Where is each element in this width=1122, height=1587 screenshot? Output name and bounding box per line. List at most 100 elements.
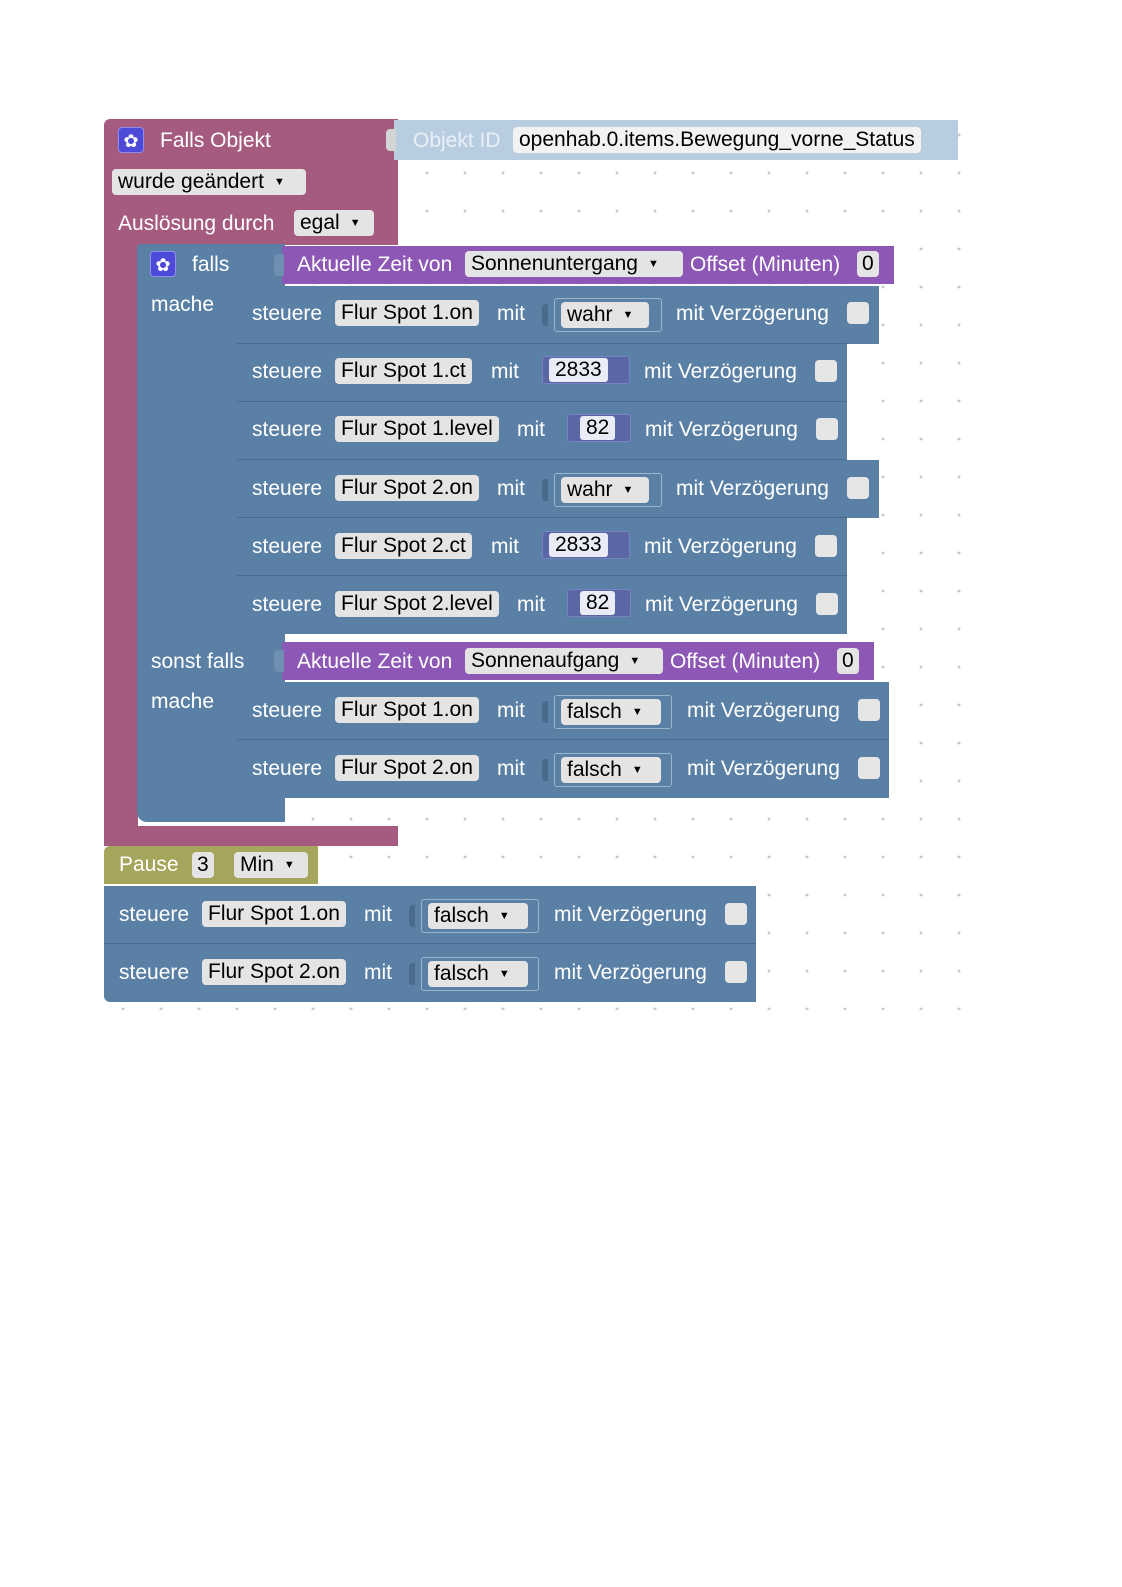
- condition2-offset-field[interactable]: 0: [837, 648, 859, 674]
- delay-checkbox[interactable]: [847, 302, 869, 324]
- divider: [237, 343, 847, 344]
- elseif-label: sonst falls: [151, 650, 245, 673]
- delay-checkbox[interactable]: [858, 699, 880, 721]
- with-label: mit: [497, 302, 525, 325]
- delay-checkbox[interactable]: [815, 535, 837, 557]
- bool-value-block[interactable]: falsch▼: [421, 957, 539, 991]
- dropdown-arrow-icon: ▼: [622, 484, 634, 496]
- target-field[interactable]: Flur Spot 2.on: [202, 959, 346, 985]
- condition2-offset-label: Offset (Minuten): [670, 650, 821, 673]
- number-value-block[interactable]: 2833: [542, 531, 630, 559]
- delay-label: mit Verzögerung: [676, 302, 829, 325]
- input-notch: [542, 759, 548, 781]
- bool-value-block[interactable]: falsch▼: [421, 899, 539, 933]
- dropdown-arrow-icon: ▼: [283, 859, 295, 871]
- target-field[interactable]: Flur Spot 1.on: [335, 697, 479, 723]
- input-notch: [542, 304, 548, 326]
- with-label: mit: [517, 593, 545, 616]
- target-field[interactable]: Flur Spot 2.on: [335, 475, 479, 501]
- delay-label: mit Verzögerung: [554, 961, 707, 984]
- elseif-do-label: mache: [151, 690, 215, 713]
- with-label: mit: [517, 418, 545, 441]
- divider: [237, 517, 847, 518]
- number-field[interactable]: 2833: [549, 358, 608, 382]
- target-field[interactable]: Flur Spot 1.ct: [335, 358, 472, 384]
- divider: [237, 739, 889, 740]
- delay-checkbox[interactable]: [725, 961, 747, 983]
- sunrise-dropdown[interactable]: Sonnenaufgang▼: [465, 648, 663, 674]
- divider: [237, 575, 847, 576]
- target-field[interactable]: Flur Spot 1.on: [335, 300, 479, 326]
- delay-checkbox[interactable]: [725, 903, 747, 925]
- delay-label: mit Verzögerung: [645, 593, 798, 616]
- trigger-title: Falls Objekt: [160, 129, 271, 152]
- dropdown-arrow-icon: ▼: [629, 655, 641, 667]
- trigger-block-spine: [104, 244, 138, 834]
- number-field[interactable]: 82: [580, 416, 616, 440]
- with-label: mit: [491, 360, 519, 383]
- target-field[interactable]: Flur Spot 2.on: [335, 755, 479, 781]
- do-label: mache: [151, 293, 215, 316]
- number-value-block[interactable]: 82: [567, 414, 631, 442]
- pause-unit-dropdown[interactable]: Min▼: [234, 852, 308, 878]
- delay-checkbox[interactable]: [858, 757, 880, 779]
- false-dropdown[interactable]: falsch▼: [428, 903, 528, 929]
- input-notch: [274, 254, 284, 276]
- object-id-field[interactable]: openhab.0.items.Bewegung_vorne_Status: [513, 127, 921, 153]
- true-dropdown[interactable]: wahr▼: [561, 477, 649, 503]
- control-label: steuere: [252, 593, 323, 616]
- input-notch: [542, 479, 548, 501]
- bool-value-block[interactable]: falsch▼: [554, 753, 672, 787]
- number-value-block[interactable]: 82: [567, 589, 631, 617]
- delay-label: mit Verzögerung: [676, 477, 829, 500]
- gear-icon[interactable]: ✿: [118, 127, 144, 153]
- true-dropdown[interactable]: wahr▼: [561, 302, 649, 328]
- dropdown-arrow-icon: ▼: [273, 176, 285, 188]
- if-label: falls: [192, 253, 230, 276]
- gear-icon[interactable]: ✿: [150, 251, 176, 277]
- input-notch: [274, 650, 284, 672]
- control-label: steuere: [119, 961, 190, 984]
- control-label: steuere: [252, 699, 323, 722]
- bool-value-block[interactable]: falsch▼: [554, 695, 672, 729]
- delay-label: mit Verzögerung: [687, 757, 840, 780]
- false-dropdown[interactable]: falsch▼: [561, 757, 661, 783]
- with-label: mit: [497, 699, 525, 722]
- number-field[interactable]: 2833: [549, 533, 608, 557]
- delay-checkbox[interactable]: [816, 593, 838, 615]
- false-dropdown[interactable]: falsch▼: [561, 699, 661, 725]
- input-notch: [409, 905, 415, 927]
- target-field[interactable]: Flur Spot 1.level: [335, 416, 499, 442]
- change-mode-dropdown[interactable]: wurde geändert▼: [112, 169, 306, 195]
- triggered-by-dropdown[interactable]: egal▼: [294, 210, 374, 236]
- delay-label: mit Verzögerung: [645, 418, 798, 441]
- delay-checkbox[interactable]: [816, 418, 838, 440]
- dropdown-arrow-icon: ▼: [498, 910, 510, 922]
- delay-checkbox[interactable]: [847, 477, 869, 499]
- bool-value-block[interactable]: wahr▼: [554, 298, 662, 332]
- number-value-block[interactable]: 2833: [542, 356, 630, 384]
- sunset-dropdown[interactable]: Sonnenuntergang▼: [465, 251, 683, 277]
- target-field[interactable]: Flur Spot 2.level: [335, 591, 499, 617]
- divider: [104, 943, 756, 944]
- triggered-by-label: Auslösung durch: [118, 212, 275, 235]
- control-label: steuere: [252, 302, 323, 325]
- false-dropdown[interactable]: falsch▼: [428, 961, 528, 987]
- control-label: steuere: [252, 535, 323, 558]
- pause-label: Pause: [119, 853, 179, 876]
- bool-value-block[interactable]: wahr▼: [554, 473, 662, 507]
- number-field[interactable]: 82: [580, 591, 616, 615]
- divider: [237, 401, 847, 402]
- condition1-prefix: Aktuelle Zeit von: [297, 253, 453, 276]
- dropdown-arrow-icon: ▼: [498, 968, 510, 980]
- target-field[interactable]: Flur Spot 1.on: [202, 901, 346, 927]
- condition1-offset-field[interactable]: 0: [857, 251, 879, 277]
- delay-checkbox[interactable]: [815, 360, 837, 382]
- input-notch: [542, 701, 548, 723]
- target-field[interactable]: Flur Spot 2.ct: [335, 533, 472, 559]
- control-label: steuere: [252, 418, 323, 441]
- object-id-label: Objekt ID: [413, 129, 501, 152]
- delay-label: mit Verzögerung: [687, 699, 840, 722]
- input-notch: [386, 129, 396, 151]
- pause-value-field[interactable]: 3: [192, 852, 214, 878]
